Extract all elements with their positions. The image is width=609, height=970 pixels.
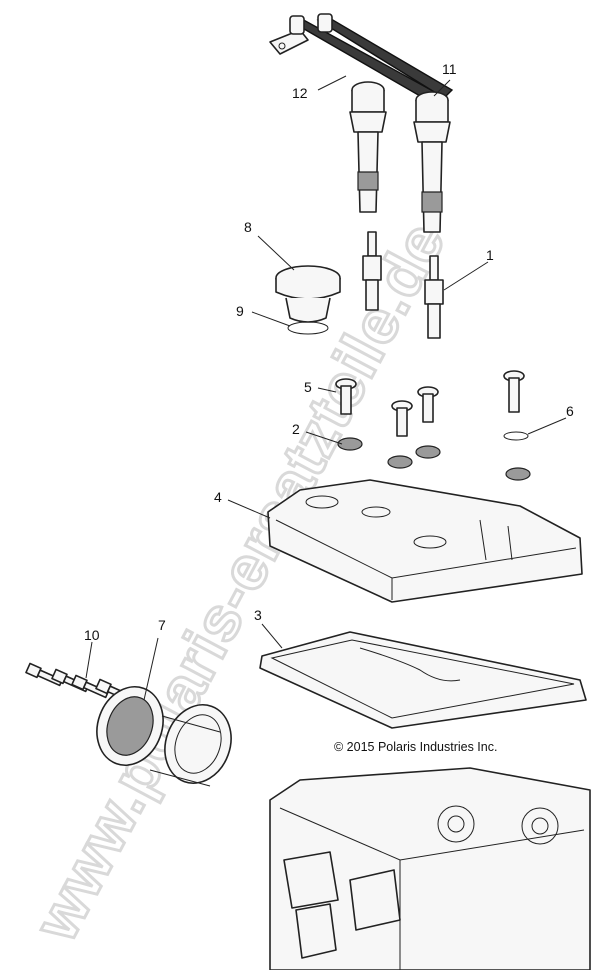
callout-10: 10	[84, 627, 100, 643]
leader-lines	[85, 75, 567, 701]
oil-fill-cap-assembly	[275, 265, 341, 335]
bolt-set	[25, 662, 132, 702]
callout-9: 9	[236, 303, 244, 319]
callout-8: 8	[244, 219, 252, 235]
callout-1: 1	[486, 247, 494, 263]
callout-4: 4	[214, 489, 222, 505]
callout-6: 6	[566, 403, 574, 419]
cylinder-head	[269, 767, 591, 970]
shoulder-bolts	[335, 370, 525, 437]
valve-cover	[267, 479, 583, 603]
callout-5: 5	[304, 379, 312, 395]
grommets	[337, 431, 531, 481]
valve-cover-gasket	[259, 631, 587, 729]
callout-11: 11	[442, 61, 457, 77]
callout-7: 7	[158, 617, 166, 633]
callout-12: 12	[292, 85, 308, 101]
callout-2: 2	[292, 421, 300, 437]
callout-3: 3	[254, 607, 262, 623]
cylinder-seal-rings	[96, 686, 232, 787]
copyright-notice: © 2015 Polaris Industries Inc.	[334, 740, 497, 754]
spark-plugs	[362, 231, 444, 339]
ignition-coil-assembly	[269, 13, 454, 233]
